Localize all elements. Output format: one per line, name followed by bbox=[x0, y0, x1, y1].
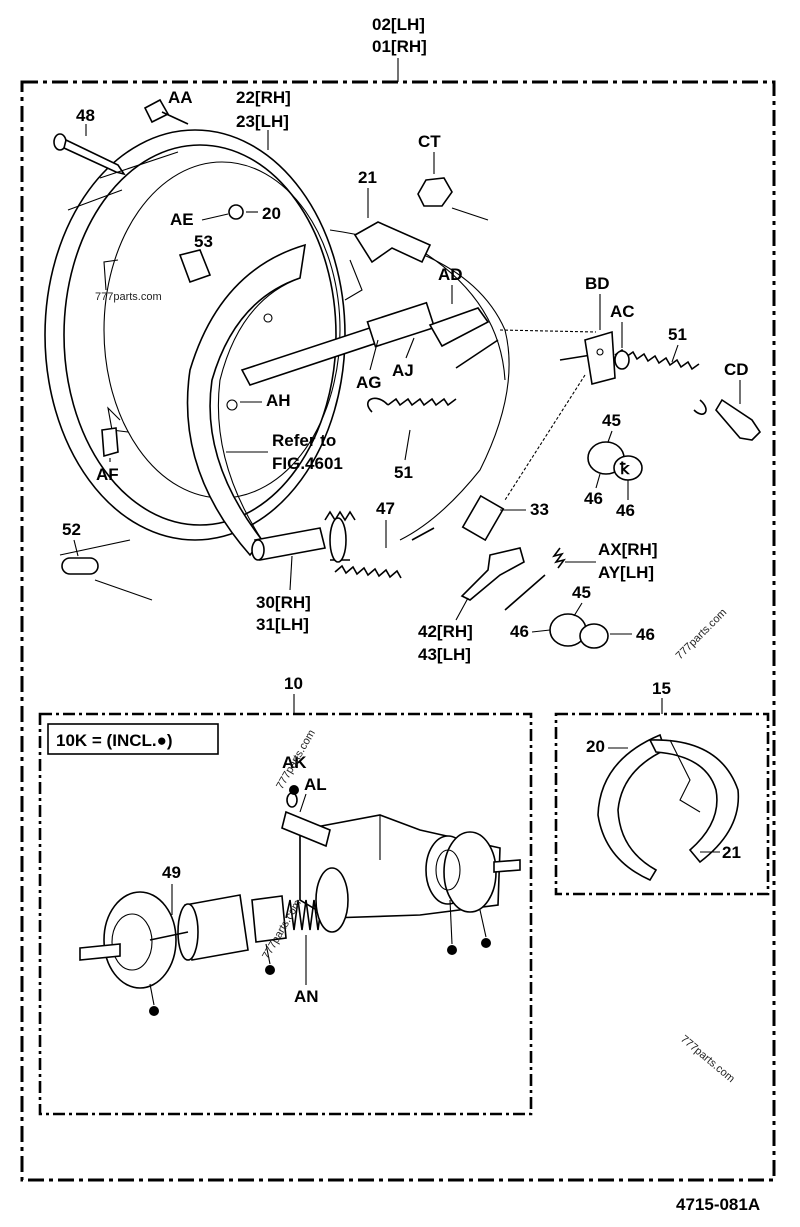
assembly-label-lh: 02[LH] bbox=[372, 15, 425, 34]
shoe-box-number: 15 bbox=[652, 679, 671, 698]
callout-46-upper-left: 46 bbox=[584, 489, 603, 508]
spring-47 bbox=[334, 527, 435, 579]
cylinder-box-number: 10 bbox=[284, 674, 303, 693]
adjuster-strut bbox=[240, 301, 436, 386]
callout-aj: AJ bbox=[392, 361, 414, 380]
callout-ax-rh: AX[RH] bbox=[598, 540, 658, 559]
callout-45-upper: 45 bbox=[602, 411, 621, 430]
callout-23-lh: 23[LH] bbox=[236, 112, 289, 131]
wheel-cylinder-box bbox=[38, 712, 533, 1116]
kit-dot bbox=[289, 785, 299, 795]
shoe-box-callout-20: 20 bbox=[586, 737, 605, 756]
callout-46-lower-right: 46 bbox=[636, 625, 655, 644]
pin-48 bbox=[53, 133, 126, 176]
callout-ct: CT bbox=[418, 132, 441, 151]
callout-46-upper-right: 46 bbox=[616, 501, 635, 520]
watermark: 777parts.com bbox=[674, 607, 730, 663]
clip-af bbox=[101, 427, 119, 458]
callout-an: AN bbox=[294, 987, 319, 1006]
callout-48: 48 bbox=[76, 106, 95, 125]
figure-code: 4715-081A bbox=[676, 1195, 760, 1214]
brake-shoe-front bbox=[186, 243, 306, 557]
kit-dot bbox=[265, 965, 275, 975]
callout-20: 20 bbox=[262, 204, 281, 223]
callout-ae: AE bbox=[170, 210, 194, 229]
refer-to-line2: FIG.4601 bbox=[272, 454, 343, 473]
shoe-box-callout-21: 21 bbox=[722, 843, 741, 862]
hold-down-spring-upper: ꝁ bbox=[587, 441, 643, 481]
spring-ax-ay bbox=[504, 547, 566, 611]
callout-ak: AK bbox=[282, 753, 307, 772]
clip-53 bbox=[178, 249, 212, 284]
callout-ay-lh: AY[LH] bbox=[598, 563, 654, 582]
watermark: 777parts.com bbox=[95, 291, 162, 303]
hold-down-spring-lower bbox=[549, 613, 609, 649]
callout-cd: CD bbox=[724, 360, 749, 379]
callout-42-rh: 42[RH] bbox=[418, 622, 473, 641]
kit-dot bbox=[481, 938, 491, 948]
callout-49: 49 bbox=[162, 863, 181, 882]
washer-ac bbox=[614, 350, 630, 370]
adjuster-screw bbox=[251, 510, 356, 563]
callout-ac: AC bbox=[610, 302, 635, 321]
lever-42-43 bbox=[460, 547, 525, 601]
callout-aa: AA bbox=[168, 88, 193, 107]
callout-31-lh: 31[LH] bbox=[256, 615, 309, 634]
shoe-set-box bbox=[554, 712, 770, 896]
shoe-21 bbox=[344, 221, 432, 301]
callout-21: 21 bbox=[358, 168, 377, 187]
callout-53: 53 bbox=[194, 232, 213, 251]
nut-ct bbox=[417, 177, 453, 207]
bolt-cd bbox=[715, 398, 762, 441]
wheel-cylinder bbox=[79, 792, 521, 989]
callout-45-lower: 45 bbox=[572, 583, 591, 602]
callout-30-rh: 30[RH] bbox=[256, 593, 311, 612]
shoe-set bbox=[597, 733, 740, 882]
return-spring-51-left bbox=[366, 339, 499, 413]
return-spring-51-right bbox=[559, 348, 707, 415]
callout-ah: AH bbox=[266, 391, 291, 410]
kit-note: 10K = (INCL.●) bbox=[56, 731, 173, 750]
callout-52: 52 bbox=[62, 520, 81, 539]
refer-to-line1: Refer to bbox=[272, 431, 336, 450]
callout-22-rh: 22[RH] bbox=[236, 88, 291, 107]
parking-lever-ad bbox=[428, 307, 490, 348]
cable-end-33 bbox=[461, 494, 505, 542]
watermark: 777parts.com bbox=[678, 1033, 737, 1085]
bolt-aa bbox=[143, 98, 189, 125]
callout-46-lower-left: 46 bbox=[510, 622, 529, 641]
pin-ae bbox=[228, 204, 244, 220]
callout-ag: AG bbox=[356, 373, 382, 392]
callout-af: AF bbox=[96, 465, 119, 484]
svg-text:ꝁ: ꝁ bbox=[619, 461, 631, 478]
callout-51-lower: 51 bbox=[394, 463, 413, 482]
callout-bd: BD bbox=[585, 274, 610, 293]
plug-52 bbox=[61, 557, 99, 575]
callout-51-upper: 51 bbox=[668, 325, 687, 344]
bracket-bd bbox=[584, 330, 616, 385]
callout-43-lh: 43[LH] bbox=[418, 645, 471, 664]
assembly-label-rh: 01[RH] bbox=[372, 37, 427, 56]
callout-al: AL bbox=[304, 775, 327, 794]
kit-note-box bbox=[47, 723, 219, 755]
parking-cable bbox=[499, 329, 597, 501]
kit-dot bbox=[447, 945, 457, 955]
drum-backplate-outline bbox=[329, 229, 510, 541]
kit-dot bbox=[149, 1006, 159, 1016]
callout-ad: AD bbox=[438, 265, 463, 284]
callout-47: 47 bbox=[376, 499, 395, 518]
backing-plate bbox=[44, 129, 346, 541]
callout-33: 33 bbox=[530, 500, 549, 519]
